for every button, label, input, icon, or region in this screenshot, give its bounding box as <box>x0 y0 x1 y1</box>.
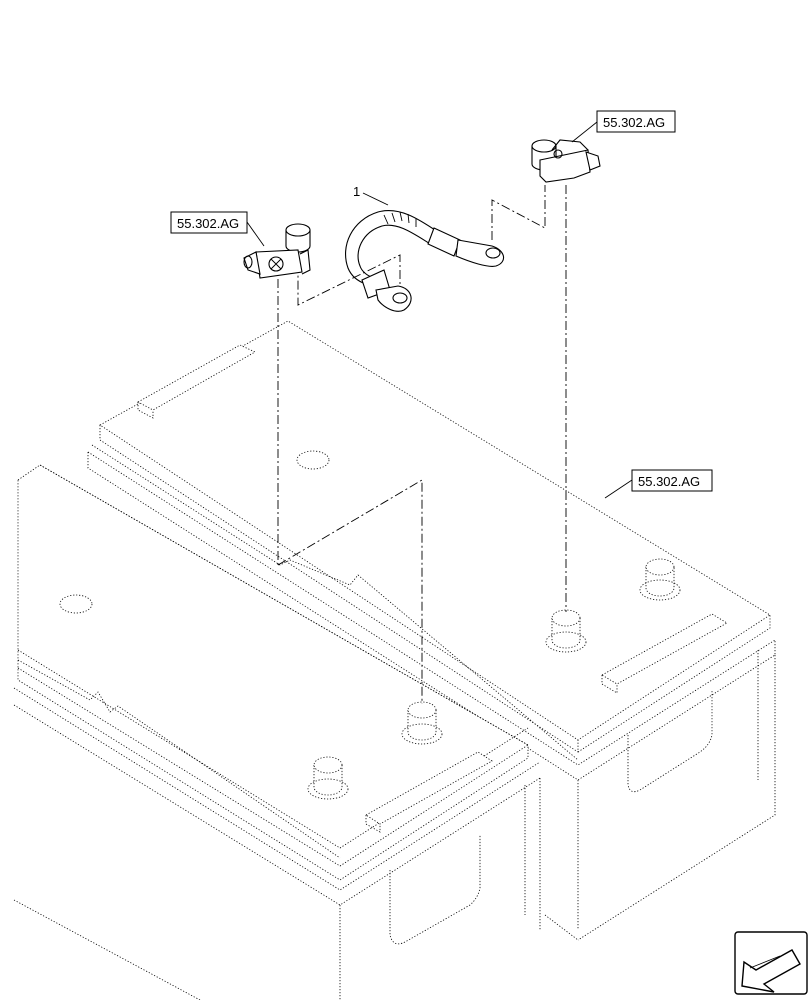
callout-left-clamp-label: 55.302.AG <box>177 216 239 231</box>
left-terminal-clamp <box>243 223 311 279</box>
front-battery-terminal-negative <box>307 756 349 800</box>
rear-battery-terminal-positive <box>639 558 681 601</box>
item-number-1: 1 <box>353 184 360 199</box>
front-battery <box>13 464 541 1000</box>
right-terminal-clamp <box>531 139 601 183</box>
rear-battery <box>87 320 776 941</box>
callout-battery[interactable]: 55.302.AG <box>604 469 713 499</box>
battery-cable <box>345 210 504 312</box>
rear-battery-terminal-negative <box>545 609 587 653</box>
callout-right-clamp-label: 55.302.AG <box>603 115 665 130</box>
callout-left-clamp[interactable]: 55.302.AG <box>170 211 265 247</box>
front-battery-terminal-positive <box>401 701 443 745</box>
item-1-leader <box>362 192 389 206</box>
callout-right-clamp[interactable]: 55.302.AG <box>571 110 676 143</box>
view-direction-arrow-icon <box>734 931 808 995</box>
callout-battery-label: 55.302.AG <box>638 474 700 489</box>
assembly-lines <box>277 185 567 704</box>
